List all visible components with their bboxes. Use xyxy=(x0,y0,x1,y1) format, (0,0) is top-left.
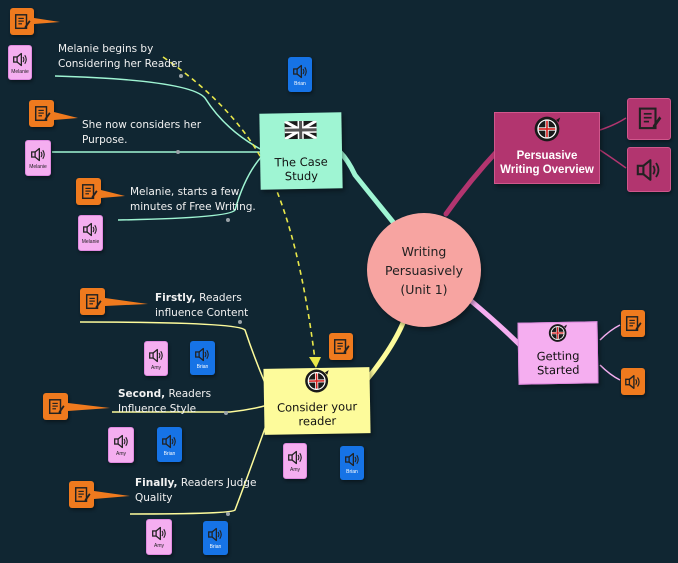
topic-case-study[interactable]: The Case Study xyxy=(259,112,343,190)
speaker-icon[interactable]: Amy xyxy=(146,519,172,555)
link-overview-note xyxy=(599,117,627,131)
speaker-icon[interactable]: Brian xyxy=(203,521,228,555)
speaker-icon[interactable]: Brian xyxy=(157,427,182,462)
link-central-consider xyxy=(362,315,408,385)
note-icon[interactable] xyxy=(76,178,101,205)
note-icon[interactable] xyxy=(627,98,671,140)
link-central-case-study xyxy=(337,149,396,225)
speaker-icon[interactable]: Brian xyxy=(288,57,312,92)
topic-getting-started[interactable]: Getting Started xyxy=(517,321,599,385)
cross-shield-icon xyxy=(533,115,561,143)
union-flag-icon xyxy=(284,120,317,140)
note-icon[interactable] xyxy=(80,288,105,315)
speaker-icon[interactable]: Brian xyxy=(190,341,215,375)
link-overview-audio xyxy=(599,149,627,169)
speaker-icon[interactable]: Melanie xyxy=(25,140,51,176)
note-icon[interactable] xyxy=(29,100,54,127)
dashed-relationship-arrow xyxy=(162,56,316,361)
central-topic-label: Writing Persuasively (Unit 1) xyxy=(385,243,463,297)
note-icon[interactable] xyxy=(69,481,94,508)
link-central-overview xyxy=(443,145,503,217)
topic-getting-started-label: Getting Started xyxy=(536,348,580,378)
link-case-melanie-reader xyxy=(54,75,263,151)
cross-shield-icon xyxy=(302,368,330,394)
link-case-free-writing xyxy=(117,155,263,221)
link-gs-audio xyxy=(599,364,621,381)
speaker-icon[interactable]: Melanie xyxy=(78,215,103,251)
link-gs-note xyxy=(599,324,621,341)
note-icon[interactable] xyxy=(43,393,68,420)
topic-consider-reader[interactable]: Consider your reader xyxy=(263,367,371,435)
speaker-icon[interactable]: Amy xyxy=(283,443,307,479)
central-topic[interactable]: Writing Persuasively (Unit 1) xyxy=(367,213,481,327)
speaker-icon[interactable]: Amy xyxy=(108,427,134,463)
link-reader-finally xyxy=(129,419,269,515)
cross-shield-icon xyxy=(543,323,571,343)
topic-consider-reader-label: Consider your reader xyxy=(276,399,358,429)
speaker-icon[interactable]: Amy xyxy=(144,341,168,376)
arrowhead xyxy=(309,357,321,368)
note-icon[interactable] xyxy=(10,8,34,35)
topic-case-study-label: The Case Study xyxy=(274,154,328,184)
note-icon[interactable] xyxy=(329,333,353,360)
note-icon[interactable] xyxy=(621,368,645,395)
speaker-icon[interactable] xyxy=(627,147,671,192)
note-icon[interactable] xyxy=(621,310,645,337)
speaker-icon[interactable]: Brian xyxy=(340,446,364,480)
link-reader-firstly xyxy=(79,321,269,391)
speaker-icon[interactable]: Melanie xyxy=(8,45,32,80)
